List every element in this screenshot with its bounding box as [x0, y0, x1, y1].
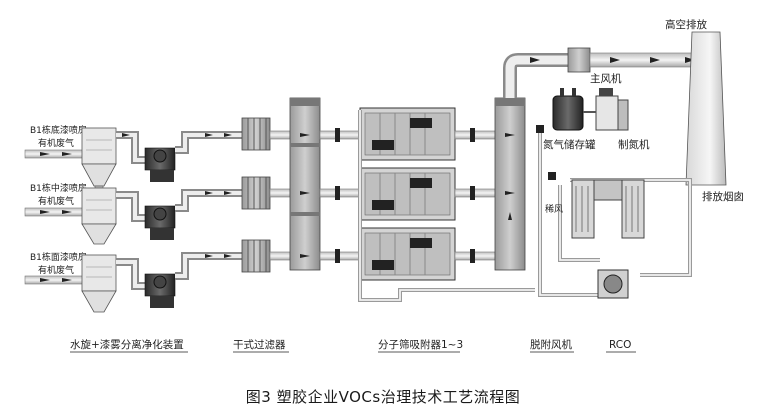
flow-arrow-icon — [224, 133, 232, 137]
flow-arrow-icon — [300, 133, 310, 137]
flow-arrow-icon — [205, 254, 213, 258]
dry-filter-label: 干式过滤器 — [233, 338, 286, 351]
nitrogen-tank — [552, 88, 584, 131]
outlet-manifold — [494, 97, 526, 271]
flow-arrow-icon — [62, 278, 72, 282]
inlet-pipe — [24, 149, 86, 159]
adsorber-3 — [359, 227, 456, 281]
flow-arrow-icon — [530, 57, 540, 63]
source-2-line2: 有机废气 — [38, 195, 74, 207]
flow-arrow-icon — [300, 191, 310, 195]
scrubber-label: 水旋+漆雾分离净化装置 — [70, 338, 184, 351]
exhaust-duct — [503, 47, 711, 98]
flow-arrow-icon — [40, 210, 50, 214]
source-2-line1: B1栋中漆喷房 — [30, 182, 87, 194]
chimney — [685, 31, 727, 186]
inlet-manifold — [289, 97, 321, 271]
valve-icon — [548, 172, 556, 180]
flow-arrow-icon — [122, 133, 130, 137]
flow-arrow-icon — [40, 278, 50, 282]
source-1-line2: 有机废气 — [38, 137, 74, 149]
nitrogen-maker-label: 制氮机 — [618, 138, 650, 151]
dry-filter — [241, 239, 271, 273]
chimney-label: 排放烟囱 — [702, 190, 744, 203]
desorb-fan-label: 脱附风机 — [530, 338, 572, 351]
adsorber-label: 分子筛吸附器1~3 — [378, 338, 463, 351]
inlet-pipe — [24, 207, 86, 217]
adsorber-2 — [359, 167, 456, 221]
flow-arrow-icon — [62, 152, 72, 156]
main-fan-label: 主风机 — [590, 72, 622, 85]
source-1-line1: B1栋底漆喷房 — [30, 124, 87, 136]
scrubber-unit — [81, 187, 117, 245]
figure-caption: 图3 塑胶企业VOCs治理技术工艺流程图 — [245, 388, 521, 406]
scrubber-unit — [81, 127, 117, 193]
flow-arrow-icon — [205, 133, 213, 137]
main-fan — [567, 47, 591, 73]
rco-reactor — [571, 179, 645, 239]
rco-label: RCO — [609, 339, 631, 351]
exhaust-fan — [144, 273, 176, 308]
source-3-line1: B1栋面漆喷房 — [30, 251, 87, 263]
flow-arrow-icon — [62, 210, 72, 214]
flow-arrow-icon — [508, 212, 512, 220]
flow-arrow-icon — [300, 254, 310, 258]
flow-arrow-icon — [40, 152, 50, 156]
flow-arrow-icon — [205, 191, 213, 195]
scrubber-unit — [81, 254, 117, 313]
source-labels: B1栋底漆喷房 有机废气 B1栋中漆喷房 有机废气 B1栋面漆喷房 有机废气 — [30, 124, 87, 276]
adsorber-1 — [359, 107, 456, 161]
row-3 — [24, 239, 291, 313]
flow-arrow-icon — [650, 57, 660, 63]
flow-arrow-icon — [505, 191, 515, 195]
inlet-pipe — [24, 275, 86, 285]
row-2 — [24, 176, 291, 245]
dry-filter — [241, 117, 271, 151]
valve-icon — [536, 125, 544, 133]
nitrogen-tank-label: 氮气储存罐 — [543, 138, 596, 151]
high-exhaust-label: 高空排放 — [665, 18, 707, 31]
flow-arrow-icon — [685, 57, 695, 63]
desorb-fan — [597, 269, 629, 299]
nitrogen-generator — [595, 88, 629, 131]
exhaust-fan — [144, 205, 176, 240]
row-1 — [24, 117, 291, 193]
flow-arrow-icon — [610, 57, 620, 63]
dry-filter — [241, 176, 271, 210]
source-3-line2: 有机废气 — [38, 264, 74, 276]
dilution-air-label: 稀风 — [545, 203, 563, 215]
flow-arrow-icon — [505, 133, 515, 137]
flow-arrow-icon — [224, 254, 232, 258]
bottom-labels: 水旋+漆雾分离净化装置 干式过滤器 分子筛吸附器1~3 脱附风机 RCO — [70, 338, 636, 353]
exhaust-fan — [144, 147, 176, 182]
flow-arrow-icon — [224, 191, 232, 195]
